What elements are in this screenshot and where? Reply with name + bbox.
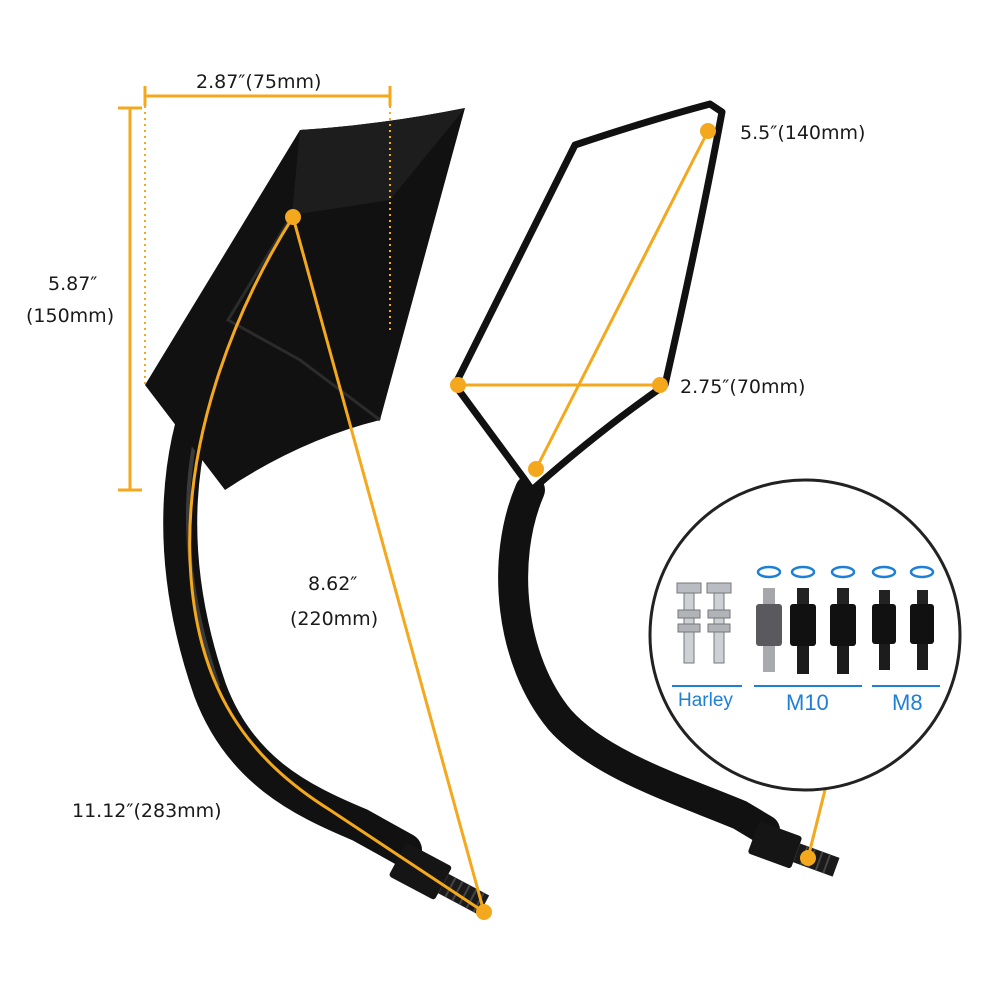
dimension-lines xyxy=(118,86,827,914)
label-total-length: 11.12″(283mm) xyxy=(72,800,222,822)
label-diagonal-1: 8.62″ xyxy=(308,573,357,595)
left-mirror xyxy=(145,108,490,915)
harley-bolt-2 xyxy=(706,582,732,664)
rotate-icon xyxy=(756,565,782,579)
label-height-1: 5.87″ xyxy=(48,273,97,295)
dim-line-head-diagonal xyxy=(534,130,710,470)
label-height-2: (150mm) xyxy=(26,305,114,327)
rotate-icons xyxy=(756,565,935,579)
rotate-icon xyxy=(830,565,856,579)
m8-adapter-2 xyxy=(910,590,934,670)
left-mirror-head-facet xyxy=(292,108,465,215)
dim-line-total-length xyxy=(188,216,485,914)
inset-pointer-line xyxy=(806,789,827,859)
right-mirror-stem xyxy=(498,475,780,845)
adapter-inset: Harley M10 M8 xyxy=(648,478,962,792)
dim-line-diagonal xyxy=(291,216,486,913)
rotate-icon xyxy=(871,565,897,579)
harley-bolt-1 xyxy=(676,582,702,664)
group-label-harley: Harley xyxy=(678,690,733,711)
label-head-width: 2.75″(70mm) xyxy=(680,376,805,398)
rotate-icon xyxy=(790,565,816,579)
group-label-m8: M8 xyxy=(892,690,923,715)
dimension-points xyxy=(285,123,816,920)
m8-adapter-1 xyxy=(872,590,896,670)
right-mirror-frame xyxy=(451,100,726,494)
m10-adapter-3 xyxy=(830,588,856,674)
rotate-icon xyxy=(909,565,935,579)
right-mirror xyxy=(451,100,840,877)
label-width-top: 2.87″(75mm) xyxy=(196,71,321,93)
m10-adapter-1 xyxy=(756,588,782,672)
group-label-m10: M10 xyxy=(786,690,829,715)
label-diagonal-2: (220mm) xyxy=(290,608,378,630)
left-mirror-head xyxy=(145,108,465,490)
m10-adapter-2 xyxy=(790,588,816,674)
label-head-diagonal: 5.5″(140mm) xyxy=(740,122,865,144)
right-mirror-nut xyxy=(748,822,840,877)
